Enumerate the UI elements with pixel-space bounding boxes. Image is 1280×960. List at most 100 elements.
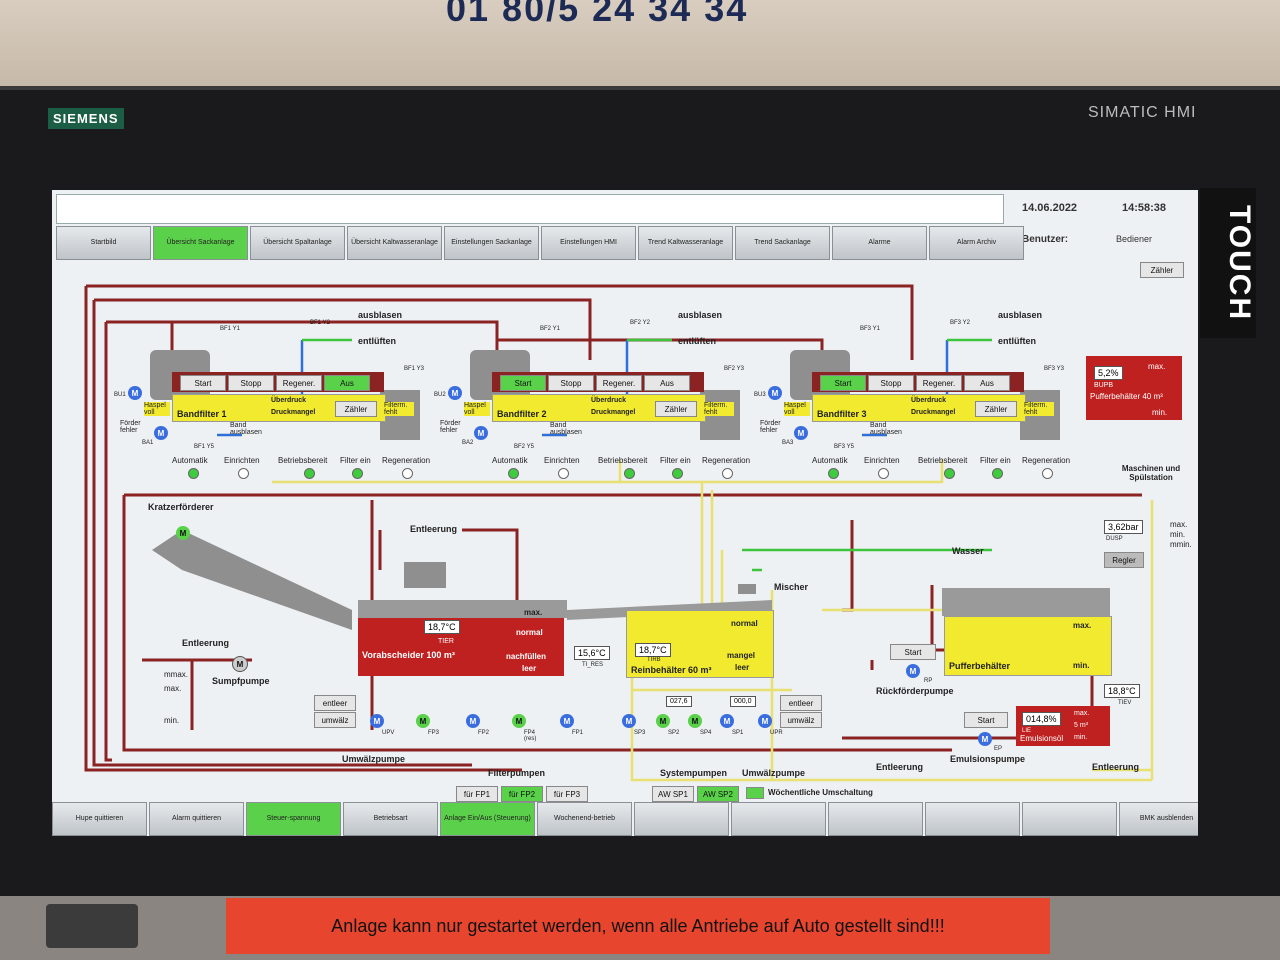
pump-right-label-1: SP2: [668, 730, 680, 736]
umwaelzpumpe-right-label: Umwälzpumpe: [742, 768, 806, 778]
nav-button-2[interactable]: Übersicht Spaltanlage: [250, 226, 345, 260]
emulsion-tag: LIE: [1022, 728, 1032, 734]
emulsion-start-button[interactable]: Start: [964, 712, 1008, 728]
footer-button-3[interactable]: Betriebsart: [343, 802, 438, 836]
footer-button-11[interactable]: BMK ausblenden: [1119, 802, 1198, 836]
bandfilter-2-aus-button[interactable]: Aus: [644, 375, 690, 391]
nav-button-7[interactable]: Trend Sackanlage: [735, 226, 830, 260]
footer-button-1[interactable]: Alarm quittieren: [149, 802, 244, 836]
bandfilter-3-automatik-label: Automatik: [812, 456, 848, 465]
bandfilter-3-aus-button[interactable]: Aus: [964, 375, 1010, 391]
umwaelz-left-button[interactable]: umwälz: [314, 712, 356, 728]
footer-button-5[interactable]: Wochenend-betrieb: [537, 802, 632, 836]
pump-left-label-2: FP2: [478, 730, 490, 736]
vorabscheider-max: max.: [524, 608, 543, 617]
pump-left-motor-3[interactable]: M: [512, 714, 526, 728]
bandfilter-1-bu-motor[interactable]: M: [128, 386, 142, 400]
tiev-value: 18,8°C: [1104, 684, 1140, 698]
reinbehaelter-tank: normal 18,7°C TIRB Reinbehälter 60 m³ ma…: [626, 610, 774, 678]
pump-left-motor-0[interactable]: M: [370, 714, 384, 728]
footer-button-10[interactable]: [1022, 802, 1117, 836]
fp-select-1[interactable]: für FP2: [501, 786, 543, 802]
footer-button-7[interactable]: [731, 802, 826, 836]
reinbehaelter-leer: leer: [735, 663, 750, 672]
bandfilter-2-regener-button[interactable]: Regener.: [596, 375, 642, 391]
footer-button-0[interactable]: Hupe quittieren: [52, 802, 147, 836]
pump-left-motor-2[interactable]: M: [466, 714, 480, 728]
kratzer-motor[interactable]: M: [176, 526, 190, 540]
bandfilter-2-start-button[interactable]: Start: [500, 375, 546, 391]
bandfilter-3-druckmangel: Druckmangel: [911, 409, 956, 416]
bandfilter-1-start-button[interactable]: Start: [180, 375, 226, 391]
bandfilter-1-band: Band ausblasen: [230, 422, 262, 436]
time-display: 14:58:38: [1122, 202, 1167, 214]
pump-right-motor-3[interactable]: M: [720, 714, 734, 728]
nav-button-0[interactable]: Startbild: [56, 226, 151, 260]
entleer-left-button[interactable]: entleer: [314, 695, 356, 711]
bandfilter-3-start-button[interactable]: Start: [820, 375, 866, 391]
fp-select-0[interactable]: für FP1: [456, 786, 498, 802]
pump-right-motor-1[interactable]: M: [656, 714, 670, 728]
bandfilter-2-foerder: Förder fehler: [440, 420, 461, 434]
nav-button-6[interactable]: Trend Kaltwasseranlage: [638, 226, 733, 260]
nav-button-9[interactable]: Alarm Archiv: [929, 226, 1024, 260]
bandfilter-1-ba-motor[interactable]: M: [154, 426, 168, 440]
sumpf-max: max.: [164, 684, 182, 693]
rueckfoerderpumpe-motor[interactable]: M: [906, 664, 920, 678]
woechentlich-toggle[interactable]: [746, 787, 764, 799]
bandfilter-3-zaehler-button[interactable]: Zähler: [975, 401, 1017, 417]
touch-label: TOUCH: [1200, 188, 1256, 338]
sumpfpumpe-motor[interactable]: M: [232, 656, 248, 672]
vorabscheider-label: Vorabscheider 100 m³: [362, 650, 455, 660]
pump-left-motor-4[interactable]: M: [560, 714, 574, 728]
bandfilter-2-automatik-label: Automatik: [492, 456, 528, 465]
nav-button-5[interactable]: Einstellungen HMI: [541, 226, 636, 260]
aw-select-1[interactable]: AW SP2: [697, 786, 739, 802]
bandfilter-3-ba-motor[interactable]: M: [794, 426, 808, 440]
zaehler-button[interactable]: Zähler: [1140, 262, 1184, 278]
entleer-right-button[interactable]: entleer: [780, 695, 822, 711]
pump-right-motor-2[interactable]: M: [688, 714, 702, 728]
bandfilter-2-zaehler-button[interactable]: Zähler: [655, 401, 697, 417]
nav-button-3[interactable]: Übersicht Kaltwasseranlage: [347, 226, 442, 260]
footer-button-9[interactable]: [925, 802, 1020, 836]
bandfilter-3-einrichten-lamp: [878, 468, 889, 479]
bandfilter-1-y3: BF1 Y3: [404, 366, 424, 372]
bandfilter-1-aus-button[interactable]: Aus: [324, 375, 370, 391]
bandfilter-3-y1: BF3 Y1: [860, 326, 880, 332]
bandfilter-2-bu-motor[interactable]: M: [448, 386, 462, 400]
bandfilter-1-ba: BA1: [142, 440, 154, 446]
nav-button-1[interactable]: Übersicht Sackanlage: [153, 226, 248, 260]
umwaelz-right-button[interactable]: umwälz: [780, 712, 822, 728]
pump-right-motor-0[interactable]: M: [622, 714, 636, 728]
footer-button-4[interactable]: Anlage Ein/Aus (Steuerung): [440, 802, 535, 836]
vorabscheider-tank: 18,7°C TIER Vorabscheider 100 m³ normal …: [358, 618, 564, 676]
bandfilter-2-ausblasen: ausblasen: [678, 310, 723, 320]
footer-button-6[interactable]: [634, 802, 729, 836]
bandfilter-3-bu-motor[interactable]: M: [768, 386, 782, 400]
bandfilter-3-regener-button[interactable]: Regener.: [916, 375, 962, 391]
bandfilter-1-stopp-button[interactable]: Stopp: [228, 375, 274, 391]
footer-button-2[interactable]: Steuer-spannung: [246, 802, 341, 836]
bandfilter-2-ba-motor[interactable]: M: [474, 426, 488, 440]
pufferbehaelter40-tag: BUPB: [1094, 382, 1114, 389]
bandfilter-1-zaehler-button[interactable]: Zähler: [335, 401, 377, 417]
rueckfoerder-start-button[interactable]: Start: [890, 644, 936, 660]
bandfilter-3-stopp-button[interactable]: Stopp: [868, 375, 914, 391]
fp-select-2[interactable]: für FP3: [546, 786, 588, 802]
nav-button-8[interactable]: Alarme: [832, 226, 927, 260]
footer-button-8[interactable]: [828, 802, 923, 836]
bandfilter-3-foerder: Förder fehler: [760, 420, 781, 434]
pump-right-motor-4[interactable]: M: [758, 714, 772, 728]
bandfilter-1-regener-button[interactable]: Regener.: [276, 375, 322, 391]
pump-left-motor-1[interactable]: M: [416, 714, 430, 728]
regler-button[interactable]: Regler: [1104, 552, 1144, 568]
bandfilter-2-stopp-button[interactable]: Stopp: [548, 375, 594, 391]
vorabscheider-leer: leer: [522, 664, 537, 673]
pufferbehaelter-max: max.: [1073, 621, 1092, 630]
emulsionspumpe-motor[interactable]: M: [978, 732, 992, 746]
aw-select-0[interactable]: AW SP1: [652, 786, 694, 802]
nav-button-4[interactable]: Einstellungen Sackanlage: [444, 226, 539, 260]
bandfilter-1-y2: BF1 Y2: [310, 320, 330, 326]
